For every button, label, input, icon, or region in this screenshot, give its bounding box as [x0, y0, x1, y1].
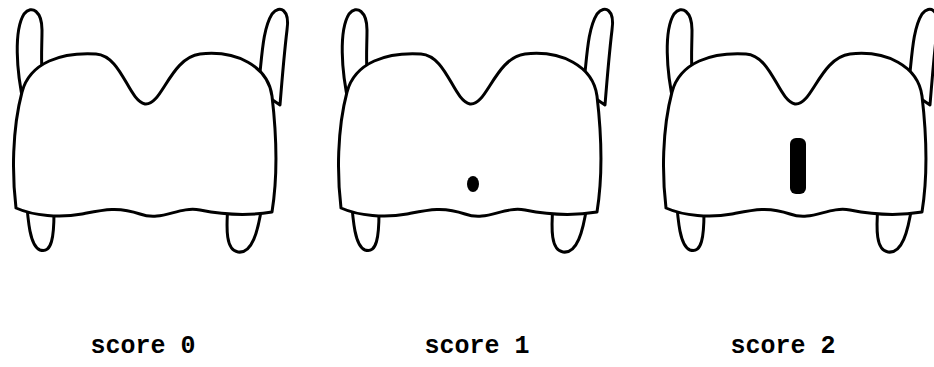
tooth-outline	[339, 9, 613, 252]
tooth-outline	[664, 9, 934, 252]
score-label: score 0	[90, 332, 195, 361]
tooth-outline	[14, 9, 288, 252]
lesion-mark	[790, 138, 806, 194]
score-label: score 1	[424, 332, 529, 361]
score-label: score 2	[730, 332, 835, 361]
lesion-mark	[467, 176, 479, 192]
